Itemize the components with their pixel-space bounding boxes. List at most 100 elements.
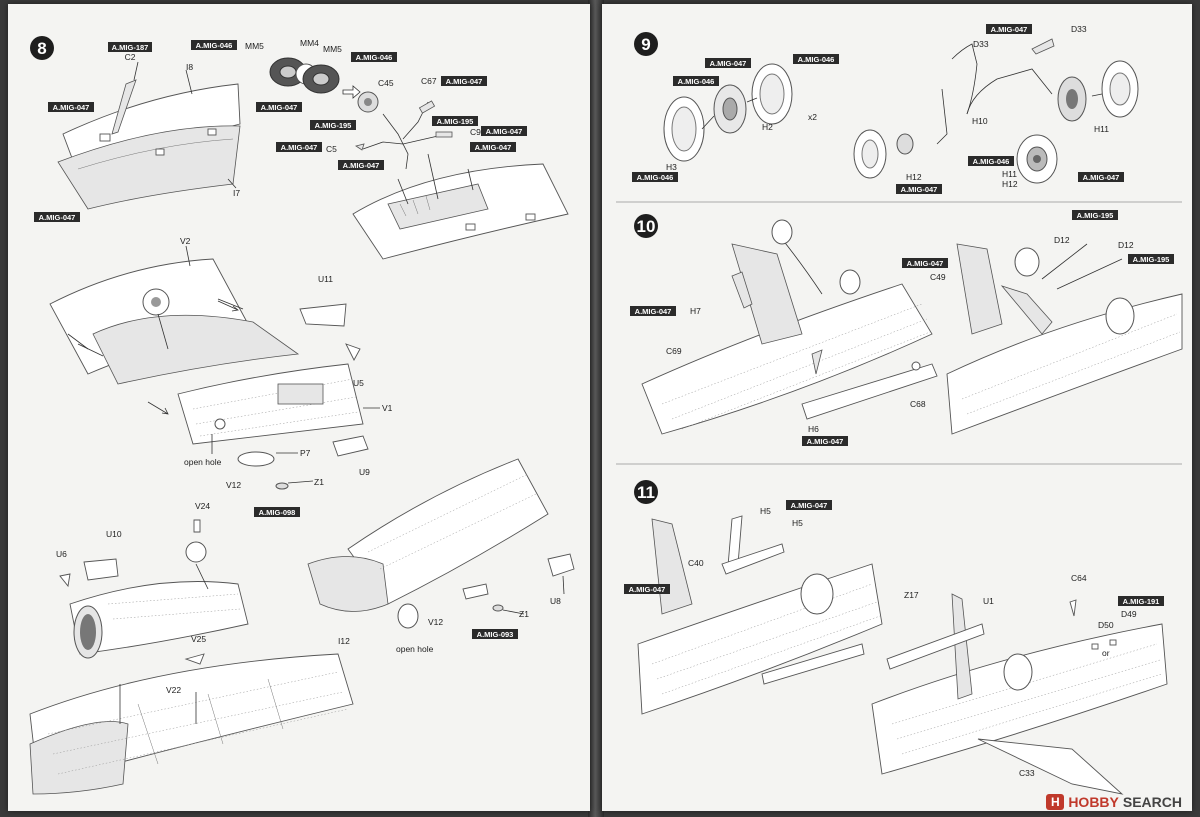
- svg-text:A.MIG-047: A.MIG-047: [1083, 173, 1120, 182]
- svg-text:A.MIG-047: A.MIG-047: [991, 25, 1028, 34]
- steps-9-11-illustration: 9 A.MIG-047 A.MIG-046: [616, 24, 1183, 795]
- part-tag-s9-a046-h3: A.MIG-046: [632, 172, 678, 182]
- part-tag-a047-mm: A.MIG-047: [256, 102, 302, 112]
- part-tag-a047-mid: A.MIG-047: [338, 160, 384, 170]
- svg-text:A.MIG-047: A.MIG-047: [475, 143, 512, 152]
- svg-text:A.MIG-046: A.MIG-046: [356, 53, 393, 62]
- svg-text:A.MIG-191: A.MIG-191: [1123, 597, 1160, 606]
- label-mm4: MM4: [300, 38, 319, 48]
- svg-text:9: 9: [641, 35, 650, 54]
- label-d50: D50: [1098, 620, 1114, 630]
- part-tag-a093: A.MIG-093: [472, 629, 518, 639]
- label-c40: C40: [688, 558, 704, 568]
- label-z1-a: Z1: [314, 477, 324, 487]
- part-tag-a047-right2: A.MIG-047: [470, 142, 516, 152]
- label-d33-b: D33: [973, 39, 989, 49]
- svg-text:A.MIG-047: A.MIG-047: [807, 437, 844, 446]
- label-c9: C9: [470, 127, 481, 137]
- svg-text:A.MIG-046: A.MIG-046: [196, 41, 233, 50]
- part-tag-s11-a047-h5: A.MIG-047: [786, 500, 832, 510]
- label-h5-a: H5: [760, 506, 771, 516]
- part-tag-s10-a047-left: A.MIG-047: [630, 306, 676, 316]
- hobbysearch-logo-icon: H: [1046, 794, 1065, 810]
- nose-gear-strut-drawing: [355, 100, 453, 170]
- part-tag-a047-c9: A.MIG-047: [481, 126, 527, 136]
- label-h11: H11: [1094, 124, 1109, 134]
- instruction-page-right: 9 A.MIG-047 A.MIG-046: [602, 4, 1192, 811]
- part-tag-a047-left-top: A.MIG-047: [48, 102, 94, 112]
- watermark-brand: SEARCH: [1122, 794, 1182, 810]
- label-p7: P7: [300, 448, 311, 458]
- svg-text:A.MIG-047: A.MIG-047: [486, 127, 523, 136]
- part-tag-s11-a047-c40: A.MIG-047: [624, 584, 670, 594]
- part-tag-a046-top: A.MIG-046: [191, 40, 237, 50]
- completed-fuselage-drawing: [29, 653, 354, 795]
- label-or: or: [1102, 648, 1110, 658]
- part-tag-s9-a047-d33: A.MIG-047: [986, 24, 1032, 34]
- part-tag-a047-c67: A.MIG-047: [441, 76, 487, 86]
- label-c64: C64: [1071, 573, 1087, 583]
- step-10-badge: 10: [634, 214, 658, 238]
- rear-fuselage-drawing: [307, 458, 575, 629]
- label-u8: U8: [550, 596, 561, 606]
- part-tag-s10-a195-a: A.MIG-195: [1072, 210, 1118, 220]
- step-8-badge: 8: [30, 36, 54, 60]
- label-h2: H2: [762, 122, 773, 132]
- part-tag-s9-a046-left: A.MIG-046: [673, 76, 719, 86]
- svg-text:A.MIG-093: A.MIG-093: [477, 630, 514, 639]
- part-tag-s9-a047-top: A.MIG-047: [705, 58, 751, 68]
- svg-text:A.MIG-047: A.MIG-047: [629, 585, 666, 594]
- part-tag-s10-a195-b: A.MIG-195: [1128, 254, 1174, 264]
- label-u6: U6: [56, 549, 67, 559]
- label-d12-a: D12: [1054, 235, 1070, 245]
- assembly-arrows: [77, 300, 239, 415]
- svg-text:A.MIG-046: A.MIG-046: [637, 173, 674, 182]
- step-8-number: 8: [37, 39, 46, 58]
- label-d49: D49: [1121, 609, 1137, 619]
- hobbysearch-watermark: H HOBBY SEARCH: [1046, 793, 1182, 811]
- label-h3: H3: [666, 162, 677, 172]
- svg-text:A.MIG-195: A.MIG-195: [315, 121, 352, 130]
- label-h12: H12: [906, 172, 922, 182]
- label-c5: C5: [326, 144, 337, 154]
- svg-text:A.MIG-047: A.MIG-047: [343, 161, 380, 170]
- label-u9: U9: [359, 467, 370, 477]
- label-u5: U5: [353, 378, 364, 388]
- svg-text:A.MIG-046: A.MIG-046: [973, 157, 1010, 166]
- svg-text:10: 10: [637, 217, 656, 236]
- label-mm5-b: MM5: [323, 44, 342, 54]
- part-tag-s9-a047-h12: A.MIG-047: [896, 184, 942, 194]
- label-z1-b: Z1: [519, 609, 529, 619]
- svg-text:A.MIG-047: A.MIG-047: [261, 103, 298, 112]
- book-gutter: [588, 0, 604, 817]
- label-c33: C33: [1019, 768, 1035, 778]
- watermark-word: HOBBY: [1068, 794, 1119, 810]
- label-c49: C49: [930, 272, 946, 282]
- svg-text:A.MIG-047: A.MIG-047: [710, 59, 747, 68]
- label-u1: U1: [983, 596, 994, 606]
- label-h11b: H11: [1002, 169, 1017, 179]
- part-tag-s10-a047-c49: A.MIG-047: [902, 258, 948, 268]
- label-v12-a: V12: [226, 480, 241, 490]
- label-c45: C45: [378, 78, 394, 88]
- nose-section-drawing: [59, 519, 249, 665]
- step-11-left-fuselage: [637, 515, 883, 715]
- label-v1: V1: [382, 403, 393, 413]
- cockpit-floor-drawing: [352, 153, 569, 260]
- svg-text:A.MIG-098: A.MIG-098: [259, 508, 296, 517]
- svg-text:A.MIG-047: A.MIG-047: [901, 185, 938, 194]
- label-d12-b: D12: [1118, 240, 1134, 250]
- svg-text:A.MIG-047: A.MIG-047: [907, 259, 944, 268]
- svg-text:A.MIG-047: A.MIG-047: [791, 501, 828, 510]
- svg-text:A.MIG-195: A.MIG-195: [437, 117, 474, 126]
- svg-text:A.MIG-047: A.MIG-047: [635, 307, 672, 316]
- label-i7: I7: [233, 188, 240, 198]
- part-tag-a187: A.MIG-187: [108, 42, 152, 52]
- label-mm5-a: MM5: [245, 41, 264, 51]
- main-gear-leg-drawing: [936, 38, 1139, 145]
- instruction-page-left: 8: [8, 4, 590, 811]
- svg-text:A.MIG-046: A.MIG-046: [678, 77, 715, 86]
- forward-fuselage-drawing: [49, 245, 300, 385]
- step-10-left-fuselage: [641, 219, 938, 435]
- part-tag-a046-right: A.MIG-046: [351, 52, 397, 62]
